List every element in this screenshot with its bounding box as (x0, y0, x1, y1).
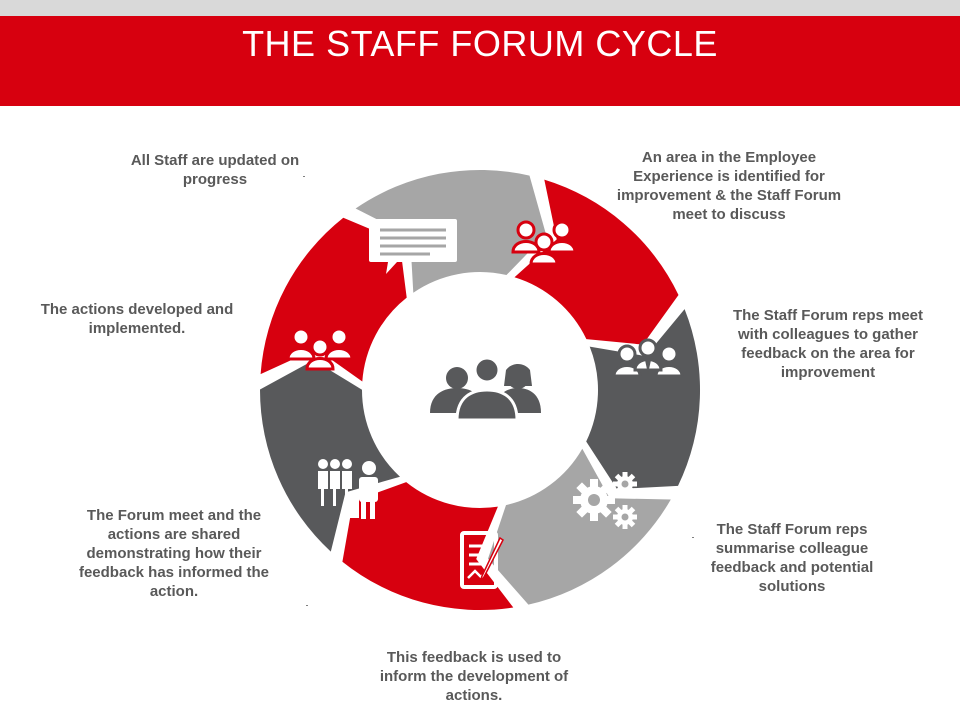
title-bar (0, 16, 960, 106)
step1-label: An area in the Employee Experience is id… (616, 149, 842, 223)
marker-dot (306, 605, 308, 606)
marker-dot (692, 537, 694, 538)
step4-document-edit-icon (460, 531, 504, 589)
step7-speech-bubble-icon (369, 219, 457, 274)
cycle-segment-4 (342, 482, 514, 611)
cycle-segment-1 (514, 179, 679, 345)
top-strip (0, 0, 960, 16)
step5-label: The Forum meet and the actions are share… (78, 507, 270, 600)
step4-label: This feedback is used to inform the deve… (379, 649, 569, 704)
cycle-segment-5 (259, 360, 400, 552)
step3-gears-icon (564, 467, 642, 534)
step2-business-team-icon (612, 338, 684, 378)
center-group-icon (430, 356, 541, 422)
step2-label: The Staff Forum reps meet with colleague… (732, 307, 924, 381)
step6-label: The actions developed and implemented. (40, 301, 234, 337)
page-title: THE STAFF FORUM CYCLE (242, 23, 718, 64)
step5-presentation-meeting-icon (318, 459, 378, 519)
step3-label: The Staff Forum reps summarise colleague… (710, 521, 874, 595)
cycle-segment-3 (488, 448, 671, 605)
step7-label: All Staff are updated on progress (130, 152, 300, 188)
cycle-segments (259, 169, 701, 611)
marker-dot (303, 176, 305, 177)
